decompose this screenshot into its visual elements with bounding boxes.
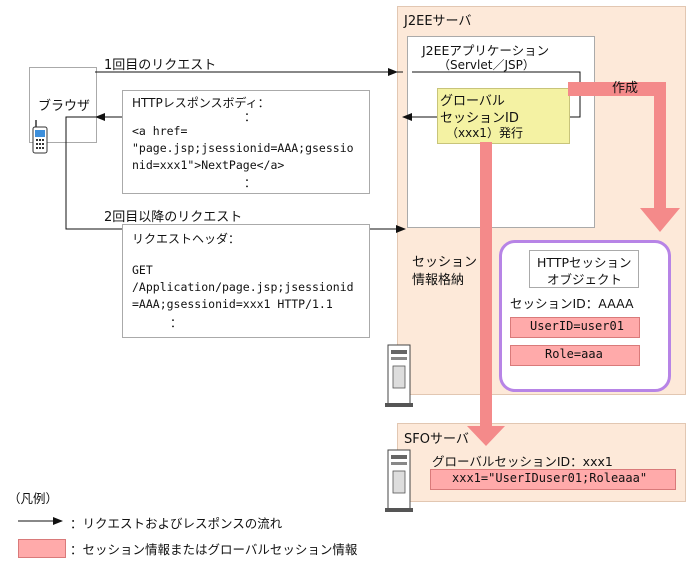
http-response-title: HTTPレスポンスボディ： [132,96,270,110]
sfo-global-session-id: グローバルセッションID：xxx1 [432,454,613,469]
session-store-line2: 情報格納 [412,273,465,288]
application-title: J2EEアプリケーション [422,43,550,58]
sfo-server-icon [385,449,413,512]
session-attr-role: Role=aaa [545,347,603,361]
global-session-issue-line3: （xxx1）発行 [446,126,523,140]
legend-title: （凡例） [8,491,59,506]
http-response-body-box [122,90,370,194]
j2ee-server-title: J2EEサーバ [404,14,472,29]
http-response-line3: nid=xxx1">NextPage</a> [132,158,285,172]
first-request-label: 1回目のリクエスト [104,58,217,73]
http-response-line2: "page.jsp;jsessionid=AAA;gsessio [132,141,354,155]
global-session-issue-line1: グローバル [440,94,505,109]
request-header-line2: /Application/page.jsp;jsessionid [132,280,354,294]
create-label: 作成 [612,81,639,96]
global-session-pink-arrow [467,142,505,446]
request-header-box [122,224,370,338]
http-session-title1: HTTPセッション [537,255,632,270]
mobile-phone-icon [32,120,48,154]
legend-arrow-desc: ：リクエストおよびレスポンスの流れ [70,516,283,531]
application-subtitle: （Servlet／JSP） [438,58,535,72]
http-session-id: セッションID：AAAA [510,296,634,311]
session-attr-userid-box [510,317,640,338]
legend-pink-swatch [18,539,66,558]
http-response-line1: <a href= [132,124,188,138]
create-pink-arrow [568,82,680,232]
http-session-title-box [529,250,639,288]
session-attr-userid: UserID=user01 [530,319,624,333]
http-session-title2: オブジェクト [547,272,623,287]
global-session-issue-line2: セッションID [440,111,519,126]
request-header-title: リクエストヘッダ： [132,232,241,246]
sfo-session-value: xxx1="UserIDuser01;Roleaaa" [452,471,648,485]
request-header-line1: GET [132,263,153,277]
j2ee-server-icon [385,344,413,407]
sfo-session-value-box [430,469,676,490]
http-response-dots2: ： [244,176,257,190]
session-attr-role-box [510,345,640,366]
browser-label: ブラウザ [38,99,91,114]
sfo-server-title: SFOサーバ [404,432,469,447]
request-header-dots: ： [170,316,183,330]
session-store-line1: セッション [412,255,478,270]
app-internal-flow [412,71,581,118]
second-request-label: 2回目以降のリクエスト [104,210,243,225]
global-session-issue-box [437,88,570,144]
request-header-line3: =AAA;gsessionid=xxx1 HTTP/1.1 [132,297,333,311]
http-response-dots1: ： [244,110,257,124]
legend-pink-desc: ：セッション情報またはグローバルセッション情報 [70,542,358,557]
